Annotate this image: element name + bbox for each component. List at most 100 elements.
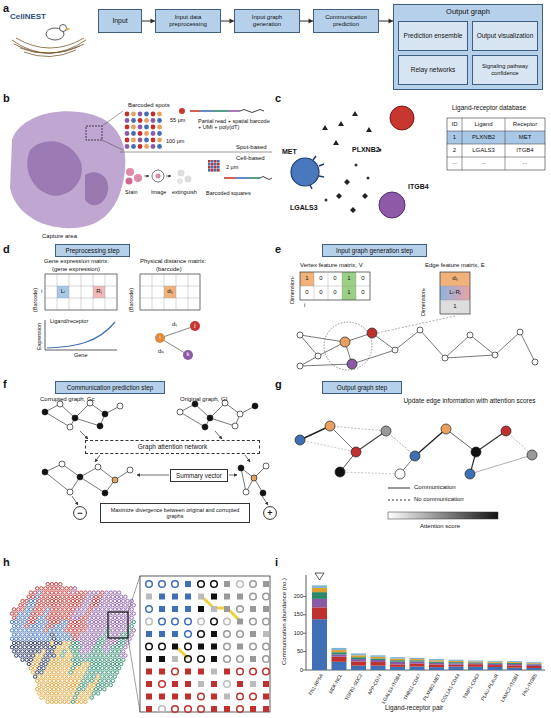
tissue-spot — [96, 650, 99, 653]
tissue-spot — [84, 599, 87, 602]
tissue-spot — [71, 650, 74, 653]
tissue-spot — [52, 654, 55, 657]
graph-vertex — [207, 415, 213, 421]
drawing-part — [144, 176, 149, 177]
tissue-spot — [71, 608, 74, 611]
tissue-spot — [99, 646, 102, 649]
tissue-spot — [124, 629, 127, 632]
tissue-spot — [132, 604, 135, 607]
tissue-spot — [69, 612, 72, 615]
tissue-spot — [86, 688, 89, 691]
tissue-spot — [78, 604, 81, 607]
tissue-spot — [111, 595, 114, 598]
tissue-spot — [48, 671, 51, 674]
tissue-spot — [10, 612, 13, 615]
tissue-spot — [46, 700, 49, 703]
tissue-spot — [71, 641, 74, 644]
text-label: Ligand-receptor pair — [385, 704, 443, 711]
tissue-spot — [101, 599, 104, 602]
text-label: Barcoded squares — [206, 190, 251, 196]
panel-letter: CellNEST — [10, 12, 46, 21]
tissue-spot — [12, 625, 15, 628]
cell-based-steps — [126, 168, 273, 185]
tissue-spot — [71, 591, 74, 594]
tissue-spot — [90, 604, 93, 607]
tissue-spot — [65, 679, 68, 682]
text-label: 200 — [287, 593, 303, 599]
bar-segment — [312, 599, 327, 607]
step-header: Output graph step — [322, 381, 402, 394]
barcoded-spot — [138, 144, 143, 149]
drawing-part — [440, 272, 470, 286]
zoom-circle — [159, 706, 166, 713]
tissue-spot — [101, 608, 104, 611]
tissue-spot — [10, 637, 13, 640]
bar-segment — [468, 660, 483, 662]
drawing-part — [140, 274, 200, 310]
drawing-part — [85, 172, 108, 205]
zoom-square — [172, 681, 178, 687]
tissue-spot — [103, 654, 106, 657]
tissue-spot — [73, 620, 76, 623]
graph-edge — [241, 468, 246, 492]
node-text: Maximize divergence between original and… — [101, 507, 249, 520]
tissue-spot — [46, 583, 49, 586]
workflow-step: Input data preprocessing — [155, 9, 221, 33]
tissue-spot — [57, 637, 60, 640]
drawing-part — [379, 192, 405, 218]
tissue-spot — [69, 654, 72, 657]
bar-segment — [429, 664, 444, 667]
tissue-spot — [103, 629, 106, 632]
drawing-part — [102, 111, 123, 150]
tissue-spot — [88, 633, 91, 636]
tissue-spot — [50, 616, 53, 619]
zoom-square — [250, 656, 256, 662]
barcoded-spot — [151, 118, 156, 123]
zoom-circle — [185, 706, 192, 713]
zoom-square — [250, 706, 256, 712]
bar-segment — [507, 668, 522, 670]
tissue-spot — [44, 604, 47, 607]
text-label: i — [155, 334, 165, 341]
drawing-part — [262, 496, 268, 505]
tissue-spot — [23, 654, 26, 657]
text-label: 2 — [447, 147, 462, 154]
tissue-spot — [19, 629, 22, 632]
zoom-square — [159, 594, 165, 600]
text-label: (gene expression) — [52, 266, 100, 273]
distance-matrix — [140, 274, 200, 310]
zoom-square — [211, 694, 217, 700]
bar-segment — [527, 664, 542, 666]
zoom-square — [198, 594, 204, 600]
text-label: 0 — [300, 289, 314, 296]
node-text: Output visualization — [475, 32, 536, 39]
tissue-spot — [29, 616, 32, 619]
bar-chart-axes — [306, 573, 545, 670]
zoom-circle — [198, 706, 205, 713]
tissue-spot — [40, 637, 43, 640]
bar-segment — [410, 664, 425, 667]
barcoded-square — [217, 160, 220, 163]
graph-edge — [446, 429, 476, 452]
tissue-spot — [36, 679, 39, 682]
node-text: Summary vector — [174, 472, 224, 479]
tissue-spot — [78, 637, 81, 640]
tissue-spot — [33, 616, 36, 619]
drawing-part — [86, 126, 102, 140]
legend-sample — [388, 500, 410, 501]
tissue-spot — [29, 667, 32, 670]
bar-segment — [332, 662, 347, 670]
graph-vertex — [59, 461, 65, 467]
zoom-circle — [224, 643, 231, 650]
tissue-spot — [54, 683, 57, 686]
tissue-spot — [54, 633, 57, 636]
tissue-spot — [44, 620, 47, 623]
tissue-spot — [42, 625, 45, 628]
tissue-spot — [25, 616, 28, 619]
tissue-spot — [90, 637, 93, 640]
tissue-spot — [65, 637, 68, 640]
zoom-square — [224, 706, 230, 712]
bar-segment — [390, 659, 405, 661]
tissue-spot — [84, 667, 87, 670]
tissue-spot — [90, 595, 93, 598]
